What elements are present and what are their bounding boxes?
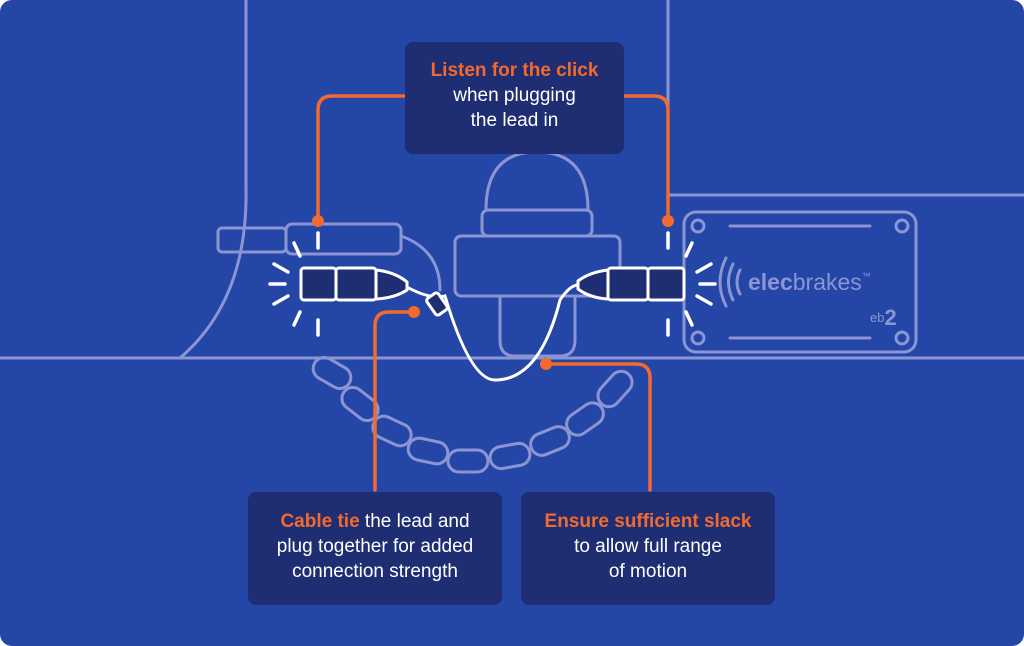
leader-slack (544, 362, 652, 492)
callout-listen-click: Listen for the click when plugging the l… (405, 42, 624, 154)
callout-click-highlight: Listen for the click (430, 60, 599, 81)
callout-slack-highlight: Ensure sufficient slack (544, 511, 752, 532)
callout-tie-rest1: the lead and (359, 511, 470, 532)
signal-waves-icon (718, 256, 742, 308)
device-screw-tr (894, 218, 910, 234)
callout-tie-highlight: Cable tie (280, 511, 360, 532)
click-burst-icon (268, 231, 320, 337)
brand-suffix: brakes (793, 269, 862, 295)
model-number: 2 (884, 305, 896, 330)
device-screw-tl (690, 218, 706, 234)
socket-housing (284, 222, 403, 256)
model-prefix: eb (870, 310, 884, 325)
leader-lines (316, 94, 670, 492)
device-screw-bl (690, 330, 706, 346)
callout-sufficient-slack: Ensure sufficient slack to allow full ra… (521, 492, 775, 605)
right-plug (576, 266, 686, 302)
cable-tie (425, 291, 449, 317)
safety-chain (311, 356, 634, 474)
leader-dots (312, 215, 674, 370)
device-model: eb2 (870, 305, 897, 330)
callout-click-line2: when plugging (453, 85, 576, 106)
leader-click-left (316, 94, 407, 221)
leader-click-right (622, 94, 670, 221)
brand-prefix: elec (748, 269, 793, 295)
brand-trademark: ™ (862, 271, 871, 281)
left-plug (299, 266, 409, 302)
body-curve (178, 186, 248, 360)
callout-slack-line3: of motion (608, 561, 688, 582)
vehicle-outline (0, 0, 1024, 474)
device-brand: elecbrakes™ (748, 269, 871, 295)
click-burst-icon (666, 231, 717, 337)
callout-tie-line1: Cable tie the lead and (248, 509, 502, 534)
device-screw-br (894, 330, 910, 346)
socket-hose (399, 234, 442, 292)
coupling-body (453, 234, 622, 298)
callout-tie-line3: connection strength (292, 561, 458, 582)
callout-click-line3: the lead in (470, 110, 559, 131)
callout-tie-line2: plug together for added (276, 536, 474, 557)
callout-cable-tie: Cable tie the lead and plug together for… (248, 492, 502, 605)
callout-slack-line2: to allow full range (574, 536, 722, 557)
leader-cable-tie (373, 310, 414, 492)
